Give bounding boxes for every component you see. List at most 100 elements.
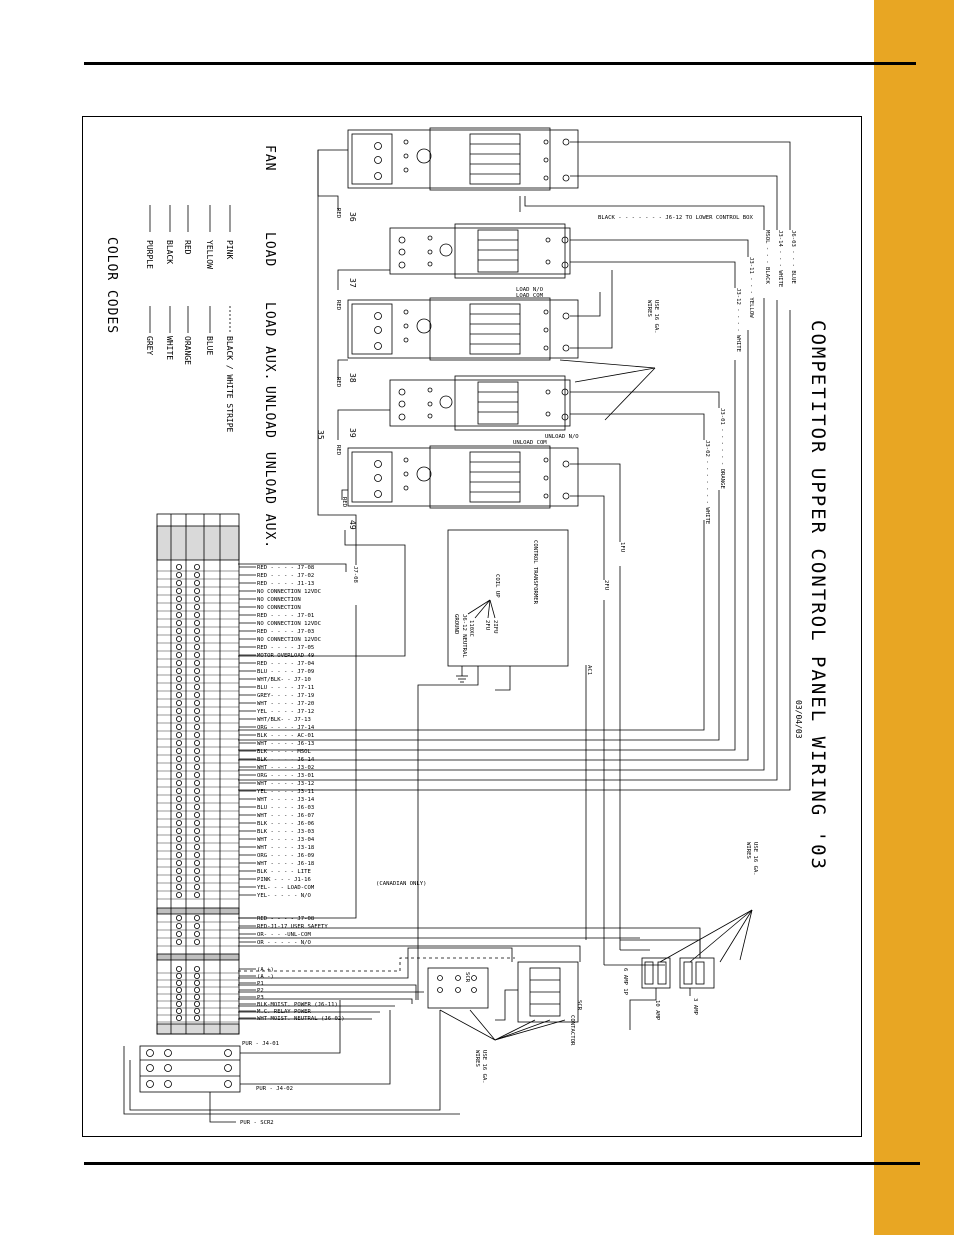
terminal-row-screw-a: [175, 796, 182, 803]
terminal-row-screw-b: [193, 772, 200, 779]
use16-top-1: USE 16 GA.: [653, 300, 659, 334]
terminal-row-label: WHT - - - - J3-14: [257, 797, 315, 803]
terminal-row-screw-b: [193, 596, 200, 603]
terminal-row-screw-a: [175, 636, 182, 643]
transformer-tap-2fu: 2FU: [484, 620, 490, 630]
terminal-row-screw-b: [193, 852, 200, 859]
terminal-row-screw-a: [175, 580, 182, 587]
terminal-row-c-screw-b: [193, 1008, 200, 1015]
terminal-row-c-screw-a: [175, 1001, 182, 1008]
terminal-row-b-label: OR - - - - - N/O: [257, 940, 312, 946]
misc-wires: [238, 927, 701, 1020]
contactor-number-49: 49: [348, 520, 357, 530]
legend-text-blue: BLUE: [205, 336, 214, 355]
contactor-tag-4: RED: [335, 445, 341, 456]
terminal-row-b-label: OR- - - -UNL-COM: [257, 932, 312, 938]
black-lower-label: BLACK - - - - - - - J6-12 TO LOWER CONTR…: [598, 215, 754, 221]
terminal-row-c-screw-b: [193, 966, 200, 973]
contactor-number-35: 35: [316, 430, 325, 440]
terminal-row-label: BLK - - - - J3-03: [257, 829, 314, 835]
terminal-row-label: BLK - - - - MSOL: [257, 749, 312, 755]
terminal-row-screw-b: [193, 828, 200, 835]
terminal-row-screw-b: [193, 676, 200, 683]
terminal-row-c-screw-a: [175, 994, 182, 1001]
terminal-row-screw-b: [193, 820, 200, 827]
terminal-row-c-label: BLK-MOIST. POWER (J6-11): [257, 1002, 338, 1008]
terminal-strip: [156, 513, 240, 1035]
fuse-blocks: 6 AMP 1P 10 AMP 3 AMP: [620, 939, 715, 1030]
terminal-row-label: GREY- - - - J7-19: [257, 693, 314, 699]
legend-text-purple: PURPLE: [145, 240, 154, 269]
terminal-row-screw-a: [175, 772, 182, 779]
terminal-row-label: NO CONNECTION 12VDC: [257, 589, 321, 595]
terminal-row-label: BLK - - - - LITE: [257, 869, 312, 875]
j708-label: J7-08: [352, 566, 358, 583]
terminal-row-screw-a: [175, 596, 182, 603]
terminal-row-label: WHT - - - - J3-02: [257, 765, 314, 771]
terminal-row-label: YEL- - - LOAD-COM: [257, 885, 315, 891]
fuse-label-3amp: 3 AMP: [692, 998, 698, 1015]
section-tab: [874, 0, 954, 1235]
diagram-frame: [82, 116, 862, 1137]
contactor-number-36: 36: [348, 212, 357, 222]
scr-contactor-2: CONTACTOR: [569, 1015, 575, 1046]
motor-label-load: LOAD: [262, 232, 277, 267]
terminal-row-b-screw-a: [175, 939, 182, 946]
terminal-row-screw-a: [175, 564, 182, 571]
terminal-row-screw-a: [175, 612, 182, 619]
terminal-row-screw-b: [193, 620, 200, 627]
terminal-row-c-label: P2: [257, 988, 264, 994]
use16-right-1: USE 16 GA.: [752, 842, 758, 876]
terminal-row-label: RED - - - - J1-13: [257, 581, 314, 587]
contactor-number-37: 37: [348, 278, 357, 288]
terminal-row-screw-a: [175, 732, 182, 739]
contactor-unload-aux: [347, 445, 579, 509]
terminal-row-label: WHT/BLK- - J7-13: [257, 717, 311, 723]
terminal-row-label: RED - - - - J7-04: [257, 661, 315, 667]
wire-label-2fu: 2FU: [603, 580, 609, 590]
terminal-row-screw-a: [175, 604, 182, 611]
motor-label-load-aux: LOAD AUX.: [262, 302, 277, 381]
terminal-row-c-label: (A +): [257, 967, 274, 973]
transformer-title: CONTROL TRANSFORMER: [532, 540, 538, 605]
terminal-row-screw-b: [193, 748, 200, 755]
terminal-row-screw-a: [175, 828, 182, 835]
legend-text-red: RED: [183, 240, 192, 255]
terminal-row-label: YEL - - - - J3-11: [257, 789, 314, 795]
terminal-row-screw-a: [175, 884, 182, 891]
legend-text-black: BLACK: [165, 240, 174, 264]
legend-text-yellow: YELLOW: [205, 240, 214, 269]
terminal-row-c-label: P1: [257, 981, 264, 987]
terminal-row-screw-a: [175, 652, 182, 659]
terminal-row-screw-b: [193, 796, 200, 803]
contactor-load-aux: [347, 297, 579, 361]
use16-bottom-arrows: [439, 1009, 566, 1041]
terminal-row-screw-b: [193, 844, 200, 851]
load-com-label: LOAD COM: [516, 293, 544, 299]
terminal-row-label: ORG - - - - J7-14: [257, 725, 315, 731]
terminal-row-screw-a: [175, 852, 182, 859]
j708-wire: J7-08: [238, 149, 406, 919]
terminal-row-label: BLK - - - - J6-06: [257, 821, 314, 827]
terminal-row-label: RED - - - - J7-01: [257, 613, 314, 619]
terminal-row-c-screw-b: [193, 987, 200, 994]
control-transformer: CONTROL TRANSFORMER COIL UP J6-12 NEUTRA…: [417, 529, 569, 1000]
terminal-row-screw-b: [193, 788, 200, 795]
terminal-row-screw-b: [193, 892, 200, 899]
contactor-number-39: 39: [348, 428, 357, 438]
terminal-row-screw-b: [193, 724, 200, 731]
terminal-row-screw-a: [175, 804, 182, 811]
fuse-label-10amp: 10 AMP: [654, 1000, 660, 1021]
terminal-row-screw-b: [193, 668, 200, 675]
terminal-row-label: WHT - - - - J3-04: [257, 837, 315, 843]
terminal-row-c-label: (A -): [257, 974, 274, 980]
terminal-row-screw-b: [193, 660, 200, 667]
terminal-row-label: MOTOR OVERLOAD 49: [257, 653, 314, 659]
terminal-row-screw-b: [193, 644, 200, 651]
terminal-row-screw-b: [193, 652, 200, 659]
contactor-tag-1: RED: [335, 208, 341, 219]
terminal-row-screw-a: [175, 644, 182, 651]
terminal-row-b-label: RED-J1-17 USER SAFETY: [257, 924, 328, 930]
terminal-row-screw-a: [175, 748, 182, 755]
